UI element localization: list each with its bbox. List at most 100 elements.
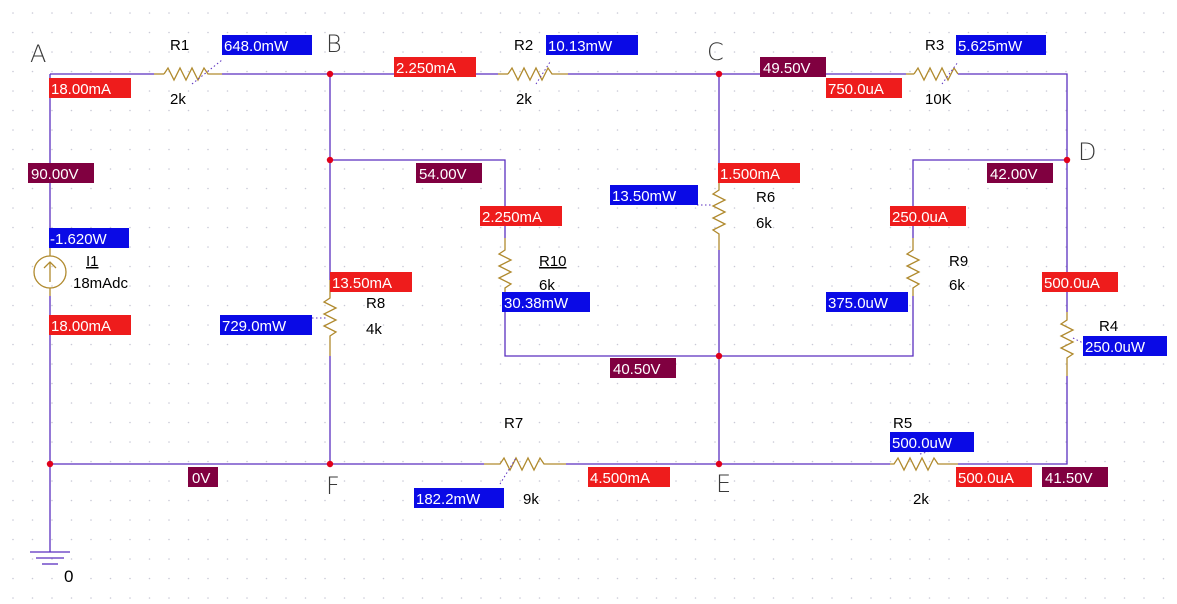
svg-text:500.0uW: 500.0uW <box>892 435 953 452</box>
svg-text:2.250mA: 2.250mA <box>396 60 456 77</box>
resistor-r2[interactable] <box>498 61 568 85</box>
r9-value: 6k <box>949 277 965 294</box>
r5-value: 2k <box>913 491 929 508</box>
current-tag-r4: 500.0uA <box>1042 272 1118 292</box>
svg-text:41.50V: 41.50V <box>1045 470 1093 487</box>
svg-text:250.0uA: 250.0uA <box>892 209 948 226</box>
svg-text:18.00mA: 18.00mA <box>51 318 111 335</box>
i1-name: I1 <box>86 253 99 270</box>
svg-text:1.500mA: 1.500mA <box>720 166 780 183</box>
r4-name: R4 <box>1099 318 1118 335</box>
power-tags: 648.0mW 10.13mW 5.625mW -1.620W 13.50mW … <box>49 35 1167 508</box>
r7-name: R7 <box>504 415 523 432</box>
i1-value: 18mAdc <box>73 275 129 292</box>
current-tag-r9: 250.0uA <box>890 206 966 226</box>
current-tag-source-bottom: 18.00mA <box>49 315 131 335</box>
voltage-tag-r4-bottom: 41.50V <box>1042 467 1108 487</box>
svg-text:90.00V: 90.00V <box>31 166 79 183</box>
resistor-r10[interactable] <box>497 238 513 296</box>
current-tag-r5: 500.0uA <box>956 467 1032 487</box>
voltage-tag-f: 0V <box>188 467 218 487</box>
component-labels: R1 2k R2 2k R3 10K R6 6k R10 6k R9 6k R8… <box>73 37 1118 508</box>
resistor-r9[interactable] <box>905 238 921 296</box>
voltage-tags: 90.00V 54.00V 49.50V 42.00V 40.50V 0V 41… <box>28 57 1108 487</box>
voltage-tag-b-mid: 54.00V <box>416 163 482 183</box>
r6-name: R6 <box>756 189 775 206</box>
current-tag-r8: 13.50mA <box>330 272 412 292</box>
node-label-b: B <box>326 30 342 58</box>
svg-text:-1.620W: -1.620W <box>50 231 108 248</box>
resistor-r8[interactable] <box>312 280 338 356</box>
wires <box>49 73 1068 548</box>
svg-text:10.13mW: 10.13mW <box>548 38 613 55</box>
current-tag-r2: 2.250mA <box>394 57 476 77</box>
r9-name: R9 <box>949 253 968 270</box>
svg-text:2.250mA: 2.250mA <box>482 209 542 226</box>
resistor-r1[interactable] <box>154 59 223 85</box>
svg-text:500.0uA: 500.0uA <box>958 470 1014 487</box>
power-tag-r7: 182.2mW <box>414 488 504 508</box>
r10-name: R10 <box>539 253 567 270</box>
r6-value: 6k <box>756 215 772 232</box>
power-tag-r6: 13.50mW <box>610 185 698 205</box>
ground-label: 0 <box>64 567 73 586</box>
current-tag-r3: 750.0uA <box>826 78 902 98</box>
svg-text:4.500mA: 4.500mA <box>590 470 650 487</box>
svg-text:5.625mW: 5.625mW <box>958 38 1023 55</box>
resistor-r3[interactable] <box>906 61 959 85</box>
node-labels: A B C D E F 0 <box>30 30 1096 586</box>
svg-text:250.0uW: 250.0uW <box>1085 339 1146 356</box>
svg-text:500.0uA: 500.0uA <box>1044 275 1100 292</box>
r7-value: 9k <box>523 491 539 508</box>
power-tag-r2: 10.13mW <box>546 35 638 55</box>
current-source-i1[interactable] <box>33 248 67 296</box>
node-label-c: C <box>707 38 724 66</box>
junctions <box>46 70 1071 468</box>
ground-symbol <box>30 548 70 565</box>
power-tag-r4: 250.0uW <box>1083 336 1167 356</box>
node-label-f: F <box>326 472 340 500</box>
power-tag-r1: 648.0mW <box>222 35 312 55</box>
voltage-tag-c: 49.50V <box>760 57 826 77</box>
voltage-tag-e-mid: 40.50V <box>610 358 676 378</box>
current-tags: 18.00mA 2.250mA 750.0uA 1.500mA 2.250mA … <box>49 57 1118 487</box>
svg-text:42.00V: 42.00V <box>990 166 1038 183</box>
svg-text:49.50V: 49.50V <box>763 60 811 77</box>
r3-name: R3 <box>925 37 944 54</box>
svg-text:648.0mW: 648.0mW <box>224 38 289 55</box>
svg-text:30.38mW: 30.38mW <box>504 295 569 312</box>
r8-name: R8 <box>366 295 385 312</box>
svg-text:375.0uW: 375.0uW <box>828 295 889 312</box>
current-tag-r6: 1.500mA <box>718 163 800 183</box>
node-label-e: E <box>716 470 731 498</box>
resistor-r6[interactable] <box>697 172 727 250</box>
svg-text:182.2mW: 182.2mW <box>416 491 481 508</box>
r2-value: 2k <box>516 91 532 108</box>
r3-value: 10K <box>925 91 952 108</box>
voltage-tag-a: 90.00V <box>28 163 94 183</box>
resistor-r7[interactable] <box>484 456 566 485</box>
power-tag-r3: 5.625mW <box>956 35 1046 55</box>
svg-text:54.00V: 54.00V <box>419 166 467 183</box>
r2-name: R2 <box>514 37 533 54</box>
svg-text:13.50mA: 13.50mA <box>332 275 392 292</box>
current-tag-source-top: 18.00mA <box>49 78 131 98</box>
svg-text:750.0uA: 750.0uA <box>828 81 884 98</box>
svg-text:729.0mW: 729.0mW <box>222 318 287 335</box>
r5-name: R5 <box>893 415 912 432</box>
power-tag-r10: 30.38mW <box>502 292 590 312</box>
power-tag-i1: -1.620W <box>49 228 129 248</box>
power-tag-r9: 375.0uW <box>826 292 908 312</box>
svg-text:0V: 0V <box>192 470 210 487</box>
r1-value: 2k <box>170 91 186 108</box>
resistor-r4[interactable] <box>1059 312 1086 376</box>
current-tag-r10: 2.250mA <box>480 206 562 226</box>
node-label-a: A <box>30 40 46 68</box>
svg-text:40.50V: 40.50V <box>613 361 661 378</box>
svg-text:13.50mW: 13.50mW <box>612 188 677 205</box>
r10-value: 6k <box>539 277 555 294</box>
r8-value: 4k <box>366 321 382 338</box>
power-tag-r8: 729.0mW <box>220 315 312 335</box>
